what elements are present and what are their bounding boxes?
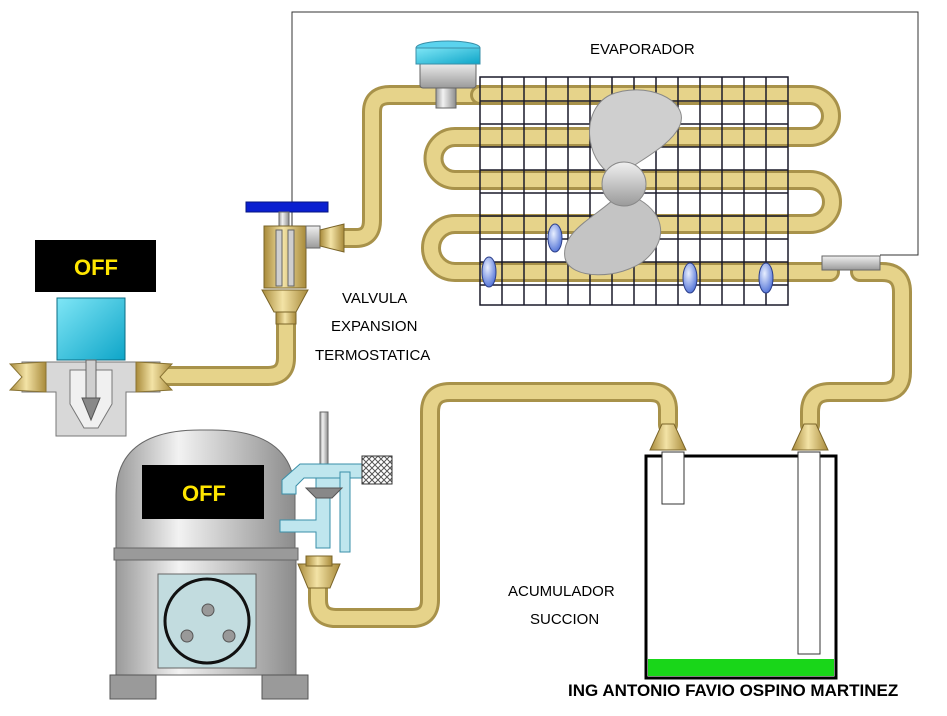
suction-accumulator: [644, 423, 838, 680]
compressor-service-fitting: [279, 411, 393, 589]
refrigerant-piping: [158, 85, 912, 628]
coil-outlet-fitting: [821, 255, 881, 271]
accumulator-label-line2: SUCCION: [530, 611, 600, 628]
evaporator-fan-icon: [564, 89, 682, 276]
valve-label-line3: TERMOSTATICA: [315, 347, 431, 364]
accumulator-inlet-tube: [661, 451, 685, 505]
evaporator-label: EVAPORADOR: [590, 41, 695, 58]
evaporator-enclosure-line: [291, 11, 919, 256]
solenoid-valve: OFF: [8, 240, 174, 437]
sensing-bulb-cap: [415, 40, 481, 109]
compressor-status-text: OFF: [182, 481, 226, 506]
accumulator-outlet-tube: [797, 451, 821, 655]
expansion-valve: [245, 201, 345, 325]
solenoid-coil: [56, 297, 126, 361]
author-credit: ING ANTONIO FAVIO OSPINO MARTINEZ: [568, 681, 899, 700]
accumulator-label-line1: ACUMULADOR: [508, 583, 615, 600]
compressor: OFF: [109, 429, 309, 700]
solenoid-status-panel: [35, 240, 156, 292]
valve-label-line2: EXPANSION: [331, 318, 418, 335]
accumulator-liquid: [648, 659, 834, 676]
valve-label-line1: VALVULA: [342, 290, 408, 307]
valve-adjust-knob: [245, 201, 329, 213]
solenoid-status-text: OFF: [74, 255, 118, 280]
compressor-status-panel: [142, 465, 264, 519]
coil-fitting-markers: [481, 223, 774, 294]
